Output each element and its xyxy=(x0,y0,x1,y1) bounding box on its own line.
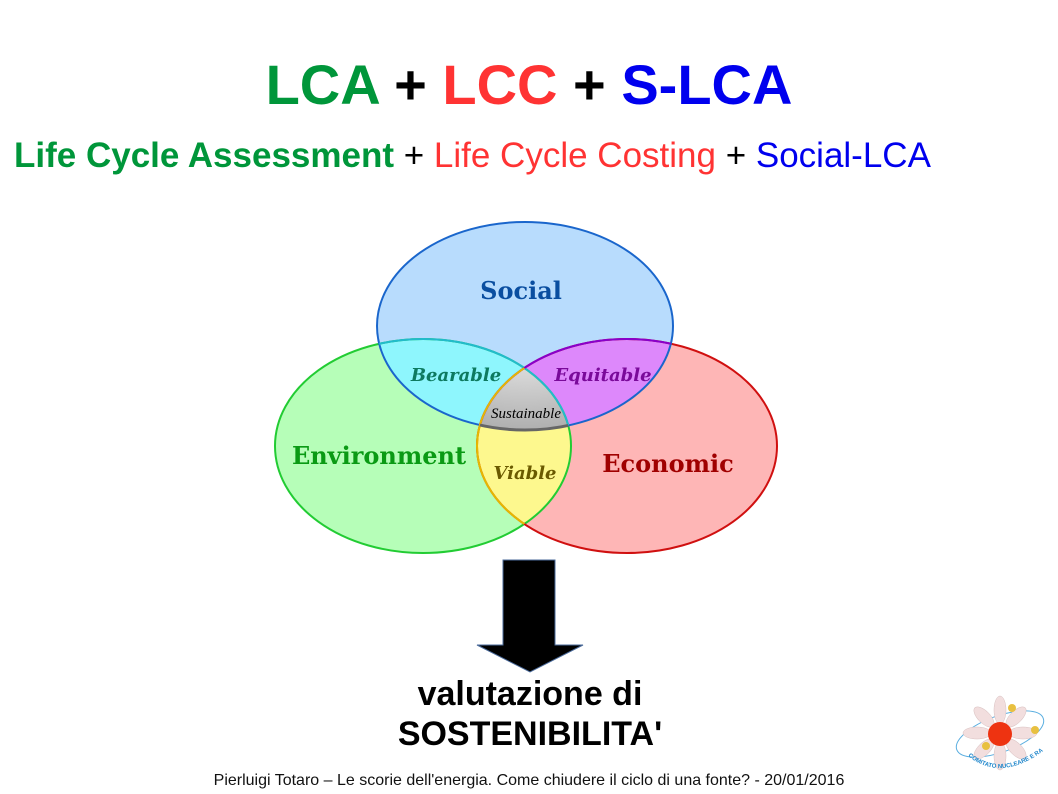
slide-footer: Pierluigi Totaro – Le scorie dell'energi… xyxy=(213,772,845,789)
subtitle-lca: Life Cycle Assessment xyxy=(14,136,394,175)
result-line-1: valutazione di xyxy=(417,675,643,713)
title-plus: + xyxy=(557,53,622,116)
comitato-logo: COMITATO NUCLEARE E RAGIONE xyxy=(950,694,1045,771)
title-lcc: LCC xyxy=(442,53,558,116)
viable-label: Viable xyxy=(493,463,556,484)
subtitle-lcc: Life Cycle Costing xyxy=(433,136,716,175)
result-line-2: SOSTENIBILITA' xyxy=(397,715,663,753)
result-text: valutazione di SOSTENIBILITA' xyxy=(330,674,730,754)
title-lca: LCA xyxy=(265,53,379,116)
bearable-label: Bearable xyxy=(410,365,501,386)
sustainable-label: Sustainable xyxy=(491,406,561,422)
title-plus: + xyxy=(378,53,443,116)
title-slca: S-LCA xyxy=(621,53,793,116)
subtitle-plus: + xyxy=(394,136,434,175)
subtitle-plus: + xyxy=(715,136,756,175)
down-arrow-icon xyxy=(476,559,584,673)
social-label: Social xyxy=(480,276,562,305)
slide-subtitle: Life Cycle Assessment + Life Cycle Costi… xyxy=(14,136,931,176)
equitable-label: Equitable xyxy=(553,365,651,386)
economic-label: Economic xyxy=(602,449,734,478)
environment-label: Environment xyxy=(292,441,466,470)
subtitle-slca: Social-LCA xyxy=(755,136,931,175)
slide-title: LCA + LCC + S-LCA xyxy=(0,52,1058,117)
